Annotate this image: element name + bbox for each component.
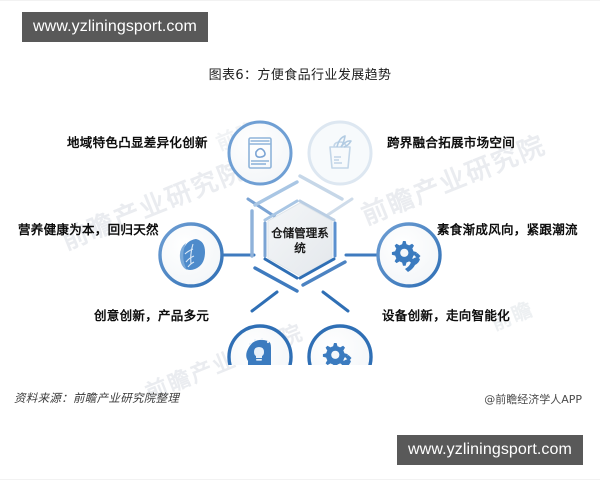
node-label-middle-left: 营养健康为本，回归天然 <box>18 222 159 237</box>
source-note: 资料来源：前瞻产业研究院整理 <box>14 391 180 405</box>
head-lightbulb-icon <box>246 337 271 365</box>
page-edge-top <box>0 0 600 1</box>
grocery-bag-icon <box>329 135 352 169</box>
center-label-line2: 统 <box>294 241 306 255</box>
chart-title: 图表6：方便食品行业发展趋势 <box>208 68 392 83</box>
hexagon-outer-ring <box>250 174 350 293</box>
watermark-banner-bottom: www.yzliningsport.com <box>397 435 583 465</box>
node-label-bottom-left: 创意创新，产品多元 <box>94 308 210 323</box>
connector-lines <box>220 197 380 313</box>
node-top-left[interactable] <box>227 120 293 186</box>
node-middle-left[interactable] <box>158 222 224 288</box>
node-bottom-right[interactable] <box>307 324 373 365</box>
food-package-icon <box>248 137 272 169</box>
node-label-top-left: 地域特色凸显差异化创新 <box>67 135 208 150</box>
node-label-bottom-right: 设备创新，走向智能化 <box>382 308 511 323</box>
center-hexagon <box>267 202 333 277</box>
node-top-right[interactable] <box>307 120 373 186</box>
watermark-banner-top: www.yzliningsport.com <box>22 12 208 42</box>
node-middle-right[interactable] <box>376 222 442 288</box>
hexagon-hub-diagram: 仓储管理系 统 <box>0 95 600 365</box>
gear-wrench-icon <box>322 343 352 365</box>
center-hexagon-edges <box>263 199 337 280</box>
leafy-vegetable-icon <box>179 239 205 270</box>
node-label-middle-right: 素食渐成风向，紧跟潮流 <box>437 222 578 237</box>
node-label-top-right: 跨界融合拓展市场空间 <box>387 135 516 150</box>
center-label-line1: 仓储管理系 <box>270 226 329 240</box>
gear-wrench-icon <box>391 241 421 272</box>
node-bottom-left[interactable] <box>227 324 293 365</box>
app-credit: @前瞻经济学人APP <box>484 393 582 406</box>
